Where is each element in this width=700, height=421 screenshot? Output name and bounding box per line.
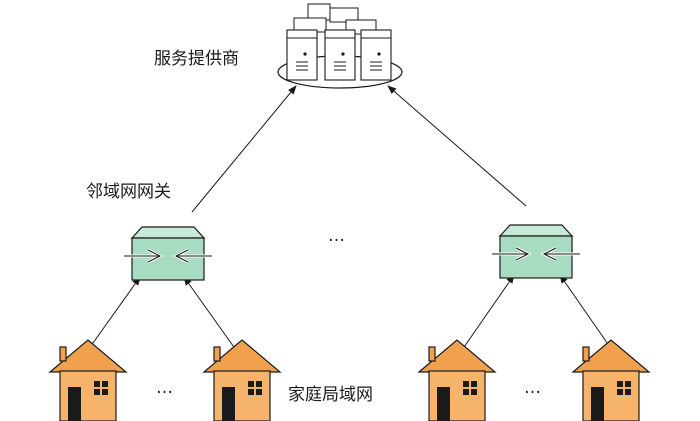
arrow-right-gateway-to-server: [387, 85, 527, 207]
gateway-icon: [122, 225, 214, 282]
house-ellipsis-left: …: [156, 378, 173, 398]
house-icon: [572, 339, 650, 421]
arrow-house3-to-right-gateway: [461, 274, 515, 351]
arrow-house2-to-left-gateway: [183, 276, 237, 351]
home-lan-label: 家庭局域网: [288, 385, 373, 405]
gateway-icon: [490, 223, 582, 280]
gateway-label: 邻域网网关: [86, 182, 171, 202]
server-rack-icon: [277, 3, 403, 89]
gateway-ellipsis: …: [328, 226, 345, 246]
arrow-house4-to-right-gateway: [559, 274, 613, 351]
house-icon: [203, 339, 281, 421]
arrow-left-gateway-to-server: [191, 85, 297, 213]
house-icon: [49, 339, 127, 421]
service-provider-label: 服务提供商: [154, 49, 239, 69]
house-icon: [418, 339, 496, 421]
house-ellipsis-right: …: [524, 378, 541, 398]
arrow-house1-to-left-gateway: [87, 276, 141, 351]
